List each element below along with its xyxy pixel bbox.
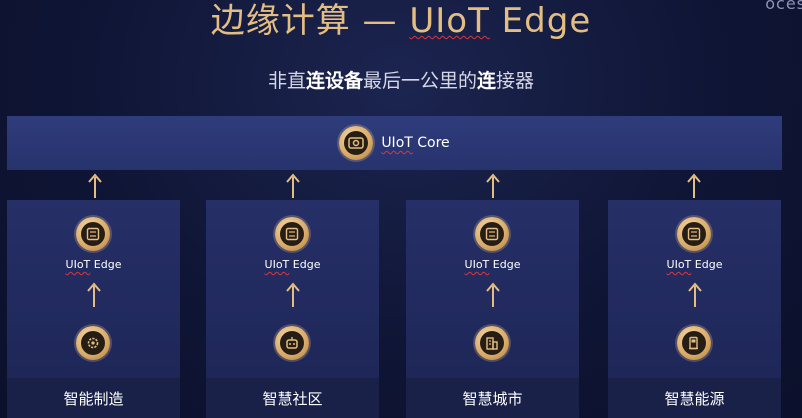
arrow-up-icon — [688, 282, 702, 307]
title-suffix: Edge — [489, 1, 592, 41]
edge-brand: UIoT — [666, 258, 692, 271]
edge-brand: UIoT — [264, 258, 290, 271]
column-label: 智能制造 — [7, 378, 180, 418]
edge-device-icon — [275, 217, 309, 251]
uiot-core-bar: UIoT Core — [7, 116, 782, 170]
arrow-up-icon — [687, 173, 701, 198]
edge-rest: Edge — [289, 258, 321, 271]
subtitle-part-2: 最后一公里的 — [362, 70, 477, 92]
column-label: 智慧社区 — [206, 378, 379, 418]
building-icon — [475, 326, 509, 360]
page-title: 边缘计算 — UIoT Edge — [0, 0, 802, 42]
column-smart-energy: UIoT Edge 智慧能源 — [608, 200, 781, 418]
core-camera-icon — [339, 126, 374, 160]
core-rest: Core — [412, 135, 450, 151]
page-subtitle: 非直连设备最后一公里的连接器 — [0, 68, 802, 94]
column-smart-city: UIoT Edge 智慧城市 — [406, 200, 579, 418]
title-brand: UIoT — [409, 1, 490, 41]
column-smart-community: UIoT Edge 智慧社区 — [206, 200, 379, 418]
column-label: 智慧城市 — [406, 378, 579, 418]
core-label: UIoT Core — [381, 135, 449, 151]
fuel-pump-icon — [677, 326, 711, 360]
robot-icon — [275, 326, 309, 360]
subtitle-bold-1: 连设备 — [305, 70, 363, 92]
corner-text: oces — [765, 0, 802, 13]
arrow-up-icon — [286, 282, 300, 307]
edge-label: UIoT Edge — [406, 258, 579, 271]
edge-device-icon — [475, 217, 509, 251]
edge-rest: Edge — [90, 258, 122, 271]
edge-rest: Edge — [691, 258, 723, 271]
arrow-up-icon — [286, 173, 300, 198]
gear-icon — [76, 326, 110, 360]
arrow-up-icon — [486, 173, 500, 198]
core-brand: UIoT — [381, 135, 413, 151]
subtitle-part-3: 接器 — [496, 70, 535, 92]
arrow-up-icon — [486, 282, 500, 307]
subtitle-bold-2: 连 — [477, 70, 497, 92]
edge-label: UIoT Edge — [206, 258, 379, 271]
column-smart-manufacturing: UIoT Edge 智能制造 — [7, 200, 180, 418]
subtitle-part-1: 非直 — [267, 70, 306, 92]
edge-rest: Edge — [489, 258, 521, 271]
title-prefix: 边缘计算 — — [210, 1, 410, 41]
edge-device-icon — [677, 217, 711, 251]
edge-device-icon — [76, 217, 110, 251]
edge-brand: UIoT — [464, 258, 490, 271]
arrow-up-icon — [88, 173, 102, 198]
edge-label: UIoT Edge — [608, 258, 781, 271]
edge-brand: UIoT — [65, 258, 91, 271]
column-label: 智慧能源 — [608, 378, 781, 418]
arrow-up-icon — [87, 282, 101, 307]
edge-label: UIoT Edge — [7, 258, 180, 271]
